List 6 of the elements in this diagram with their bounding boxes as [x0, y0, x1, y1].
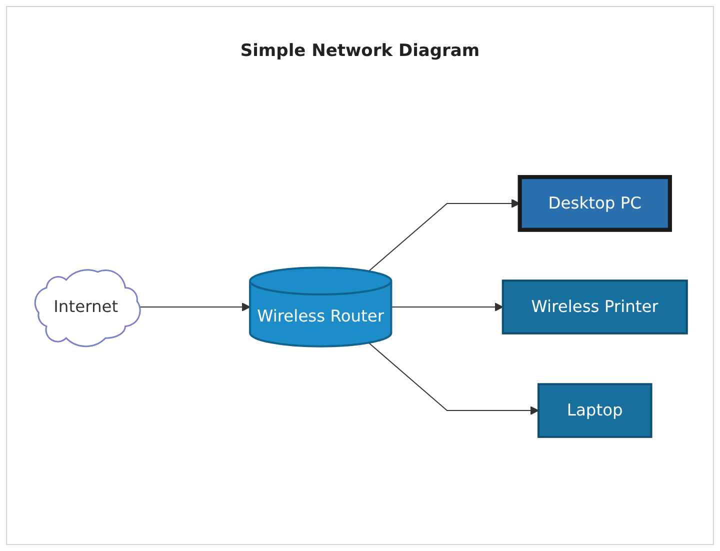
node-box: Laptop: [537, 383, 652, 438]
node-box: Wireless Printer: [502, 280, 688, 334]
arrow: [368, 342, 539, 415]
arrow: [391, 302, 504, 312]
node-box: Desktop PC: [518, 175, 672, 232]
diagram-title: Simple Network Diagram: [240, 41, 480, 61]
